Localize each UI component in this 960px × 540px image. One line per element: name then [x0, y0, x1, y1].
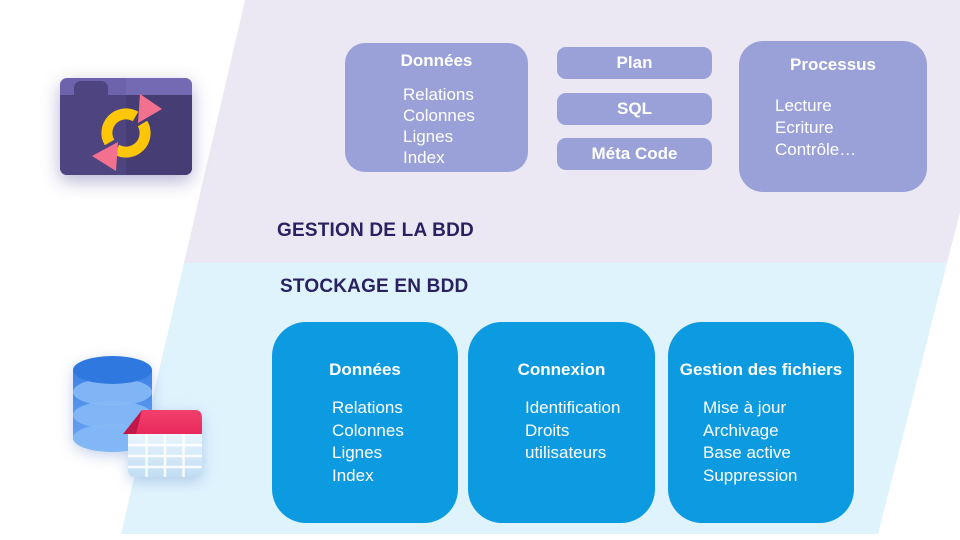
plan-pill: Plan [557, 47, 712, 79]
box-item: Index [332, 465, 374, 485]
sql-pill: SQL [557, 93, 712, 125]
box-item: Colonnes [403, 106, 475, 125]
sync-arrows-icon [92, 94, 162, 171]
box-title: Données [329, 360, 401, 379]
box-item: Ecriture [775, 118, 834, 137]
meta-code-pill: Méta Code [557, 138, 712, 170]
gestion-fichiers-box: Gestion des fichiers Mise à jour Archiva… [668, 322, 854, 523]
sync-folder-icon [60, 78, 192, 175]
box-title: Processus [790, 55, 876, 74]
storage-heading: STOCKAGE EN BDD [280, 276, 469, 297]
box-item: Droits [525, 420, 570, 440]
donnees-box-storage: Données Relations Colonnes Lignes Index [272, 322, 458, 523]
donnees-box-management: Données Relations Colonnes Lignes Index [345, 43, 528, 172]
box-item: utilisateurs [525, 443, 607, 462]
folder-band [126, 78, 192, 95]
processus-box: Processus Lecture Ecriture Contrôle… [739, 41, 927, 192]
box-item: Relations [332, 398, 403, 417]
box-item: Suppression [703, 465, 798, 485]
box-title: Données [400, 51, 473, 70]
box-item: Mise à jour [703, 398, 787, 417]
box-item: Lignes [403, 127, 454, 146]
folder-tab [74, 81, 108, 96]
box-title: Connexion [517, 360, 606, 379]
box-item: Identification [525, 398, 621, 417]
box-item: Lignes [332, 443, 383, 462]
database-table-icon [73, 356, 202, 477]
box-item: Lecture [775, 96, 832, 115]
box-item: Base active [703, 443, 791, 462]
connexion-box: Connexion Identification Droits utilisat… [468, 322, 655, 523]
box-item: Contrôle… [775, 140, 857, 159]
box-title: Gestion des fichiers [679, 360, 843, 379]
box-item: Relations [403, 85, 474, 104]
management-heading: GESTION DE LA BDD [277, 220, 474, 241]
box-item: Colonnes [332, 420, 404, 440]
box-item: Archivage [703, 420, 779, 440]
box-item: Index [403, 148, 445, 167]
